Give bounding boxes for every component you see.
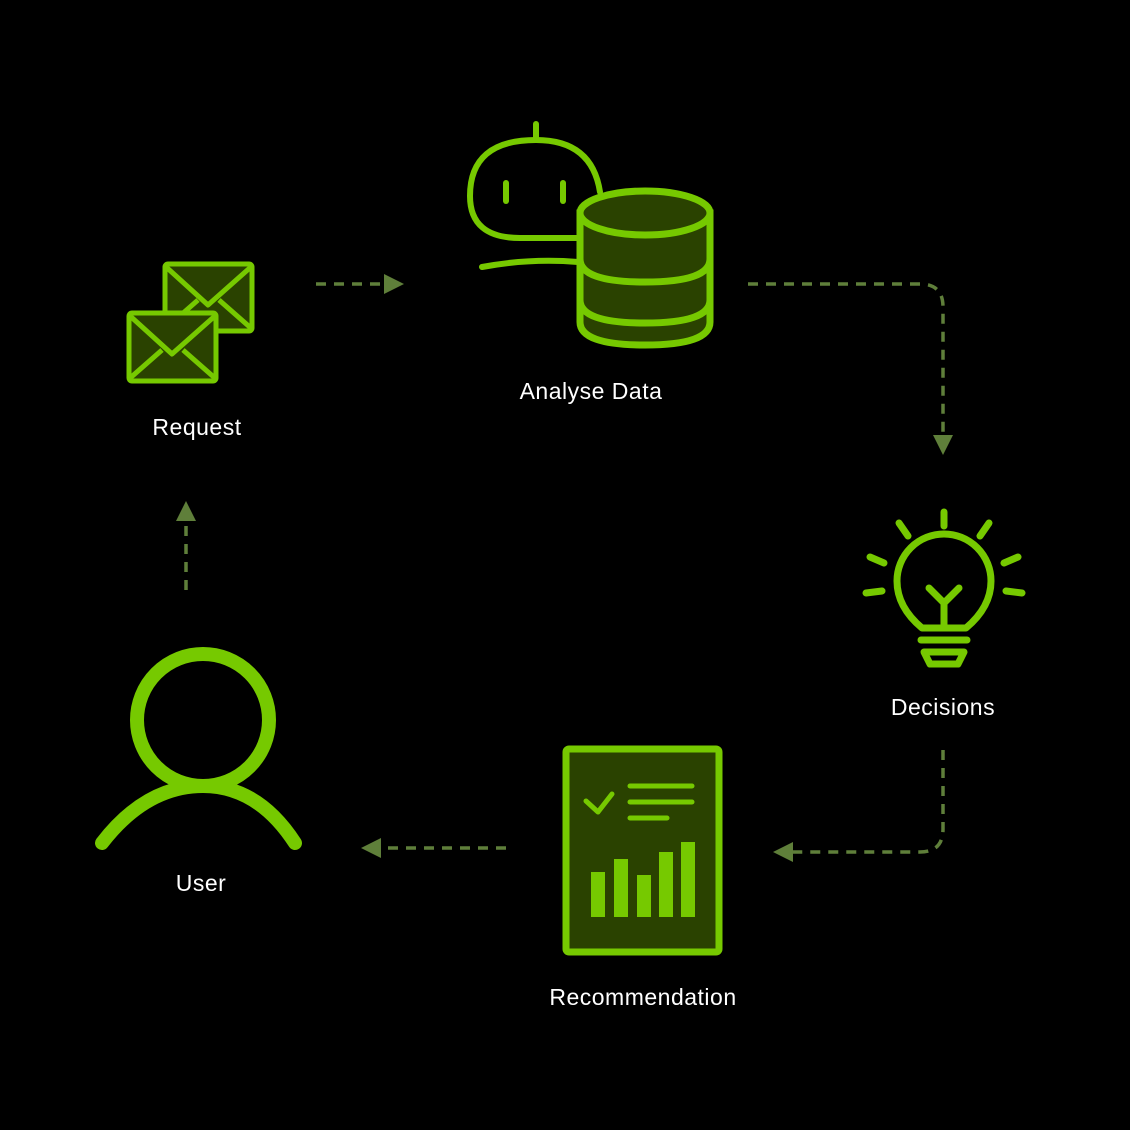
arrowhead-down (933, 435, 953, 455)
check-icon (583, 791, 615, 815)
text-lines (627, 783, 695, 821)
arrowhead-left (361, 838, 381, 858)
robot-database-icon (466, 121, 714, 349)
node-label-recommendation: Recommendation (549, 984, 737, 1010)
arrowhead-up (176, 501, 196, 521)
arrowhead-right (384, 274, 404, 294)
envelopes-icon (126, 261, 255, 384)
user-icon (95, 647, 302, 850)
node-label-decisions: Decisions (890, 694, 996, 720)
robot-icon (466, 121, 603, 270)
connector-analyse-to-decisions (748, 282, 945, 436)
node-label-request: Request (152, 414, 242, 440)
lightbulb-icon (862, 508, 1026, 668)
node-label-analyse-data: Analyse Data (519, 378, 663, 404)
report-chart-icon (562, 745, 723, 956)
node-label-user: User (175, 870, 227, 896)
database-icon (576, 187, 714, 349)
bar-chart-icon (591, 842, 695, 917)
arrowhead-left (773, 842, 793, 862)
connector-decisions-to-recommendation (792, 750, 945, 854)
